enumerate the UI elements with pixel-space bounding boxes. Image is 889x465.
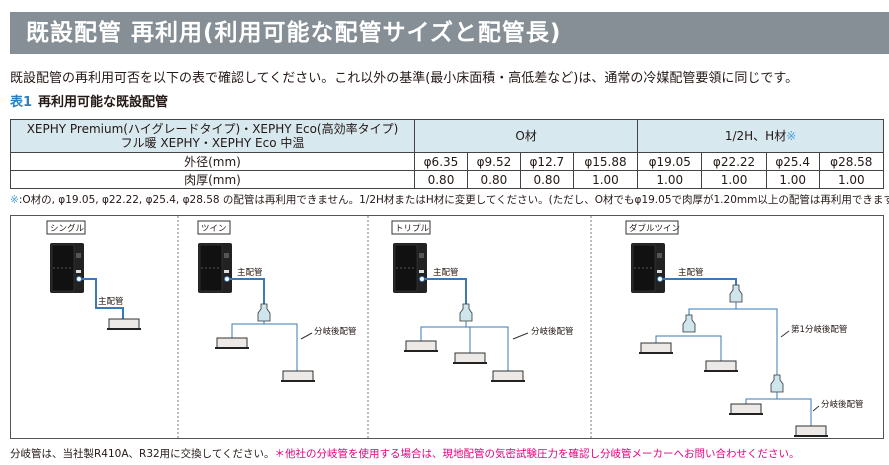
footer-note: 分岐管は、当社製R410A、R32用に交換してください。＊他社の分岐管を使用する… bbox=[10, 446, 800, 461]
outdoor-unit-icon bbox=[49, 242, 85, 294]
branch-pipe-icon bbox=[682, 314, 696, 333]
single-diagram: シングル 主配管 bbox=[46, 220, 142, 330]
piping-diagram: シングル 主配管 ツイン 主配管 分岐後配管 トリプル 主配管 分岐後配管 ダブ… bbox=[10, 215, 884, 440]
outer-diameter-cell: φ19.05 bbox=[637, 152, 703, 171]
branch-pipe-label: 分岐後配管 bbox=[314, 326, 357, 337]
row-label: 肉厚(mm) bbox=[10, 170, 415, 189]
indoor-unit-icon bbox=[452, 352, 488, 364]
table-header-row: XEPHY Premium(ハイグレードタイプ)・XEPHY Eco(高効率タイ… bbox=[10, 119, 884, 153]
outer-diameter-cell: φ28.58 bbox=[818, 152, 885, 171]
model-header: XEPHY Premium(ハイグレードタイプ)・XEPHY Eco(高効率タイ… bbox=[10, 119, 415, 153]
outer-diameter-cell: φ25.4 bbox=[765, 152, 820, 171]
group-h-label: 1/2H、H材 bbox=[724, 129, 787, 143]
indoor-unit-icon bbox=[793, 425, 829, 437]
single-label: シングル bbox=[50, 223, 85, 234]
piping-diagram-svg: シングル 主配管 ツイン 主配管 分岐後配管 トリプル 主配管 分岐後配管 ダブ… bbox=[46, 216, 864, 440]
thickness-cell: 1.00 bbox=[637, 170, 703, 189]
outer-diameter-cell: φ12.7 bbox=[519, 152, 574, 171]
outdoor-unit-icon bbox=[197, 242, 233, 294]
indoor-unit-icon bbox=[214, 337, 250, 349]
group-o-header: O材 bbox=[413, 119, 639, 153]
triple-diagram: トリプル 主配管 分岐後配管 bbox=[391, 220, 574, 382]
indoor-unit-icon bbox=[106, 318, 142, 330]
main-pipe-label: 主配管 bbox=[98, 296, 124, 307]
thickness-cell: 1.00 bbox=[701, 170, 767, 189]
double-twin-diagram: ダブルツイン 主配管 第1分岐後配管 分岐後配管 bbox=[625, 220, 864, 437]
model-header-line2: フル暖 XEPHY・XEPHY Eco 中温 bbox=[120, 136, 305, 150]
twin-label: ツイン bbox=[201, 224, 227, 234]
outer-diameter-cell: φ6.35 bbox=[414, 152, 468, 171]
outer-diameter-cell: φ9.52 bbox=[466, 152, 521, 171]
indoor-unit-icon bbox=[703, 360, 739, 372]
page-title: 既設配管 再利用(利用可能な配管サイズと配管長) bbox=[10, 12, 889, 54]
model-header-line1: XEPHY Premium(ハイグレードタイプ)・XEPHY Eco(高効率タイ… bbox=[26, 122, 399, 136]
table-note: ※:O材の, φ19.05, φ22.22, φ25.4, φ28.58 の配管… bbox=[10, 192, 889, 207]
main-pipe-label: 主配管 bbox=[433, 267, 459, 278]
reusable-pipe-table: XEPHY Premium(ハイグレードタイプ)・XEPHY Eco(高効率タイ… bbox=[10, 119, 885, 189]
footer-warning: ＊他社の分岐管を使用する場合は、現地配管の気密試験圧力を確認し分岐管メーカーへお… bbox=[274, 448, 800, 460]
main-pipe-label: 主配管 bbox=[678, 267, 704, 278]
note-mark: ※ bbox=[786, 129, 797, 143]
indoor-unit-icon bbox=[280, 370, 316, 382]
table-number: 表1 bbox=[10, 95, 33, 110]
branch-pipe-label: 分岐後配管 bbox=[531, 326, 574, 337]
indoor-unit-icon bbox=[403, 340, 439, 352]
group-h-header: 1/2H、H材※ bbox=[637, 119, 884, 153]
first-branch-pipe-label: 第1分岐後配管 bbox=[791, 324, 847, 335]
outer-diameter-cell: φ22.22 bbox=[701, 152, 767, 171]
footer-text: 分岐管は、当社製R410A、R32用に交換してください。 bbox=[10, 448, 275, 460]
intro-text: 既設配管の再利用可否を以下の表で確認してください。これ以外の基準(最小床面積・高… bbox=[10, 71, 799, 86]
thickness-cell: 0.80 bbox=[466, 170, 521, 189]
branch-pipe-icon bbox=[459, 303, 473, 322]
double-twin-label: ダブルツイン bbox=[629, 223, 680, 234]
branch-pipe-icon bbox=[257, 303, 271, 322]
table-caption: 表1 再利用可能な既設配管 bbox=[10, 91, 168, 110]
thickness-cell: 0.80 bbox=[414, 170, 468, 189]
thickness-cell: 1.00 bbox=[765, 170, 820, 189]
table-caption-text: 再利用可能な既設配管 bbox=[38, 95, 169, 110]
branch-pipe-icon bbox=[729, 284, 743, 303]
thickness-cell: 0.80 bbox=[519, 170, 574, 189]
outdoor-unit-icon bbox=[392, 242, 428, 294]
note-mark: ※ bbox=[10, 194, 19, 206]
outer-diameter-cell: φ15.88 bbox=[572, 152, 639, 171]
row-label: 外径(mm) bbox=[10, 152, 415, 171]
indoor-unit-icon bbox=[728, 403, 764, 415]
twin-diagram: ツイン 主配管 分岐後配管 bbox=[197, 220, 357, 382]
thickness-cell: 1.00 bbox=[572, 170, 639, 189]
outdoor-unit-icon bbox=[630, 242, 666, 294]
branch-pipe-label: 分岐後配管 bbox=[821, 399, 864, 410]
triple-label: トリプル bbox=[395, 224, 430, 234]
indoor-unit-icon bbox=[490, 370, 526, 382]
indoor-unit-icon bbox=[638, 342, 674, 354]
note-text: :O材の, φ19.05, φ22.22, φ25.4, φ28.58 の配管は… bbox=[18, 194, 889, 206]
thickness-cell: 1.00 bbox=[818, 170, 885, 189]
branch-pipe-icon bbox=[770, 374, 784, 393]
main-pipe-label: 主配管 bbox=[237, 267, 263, 278]
